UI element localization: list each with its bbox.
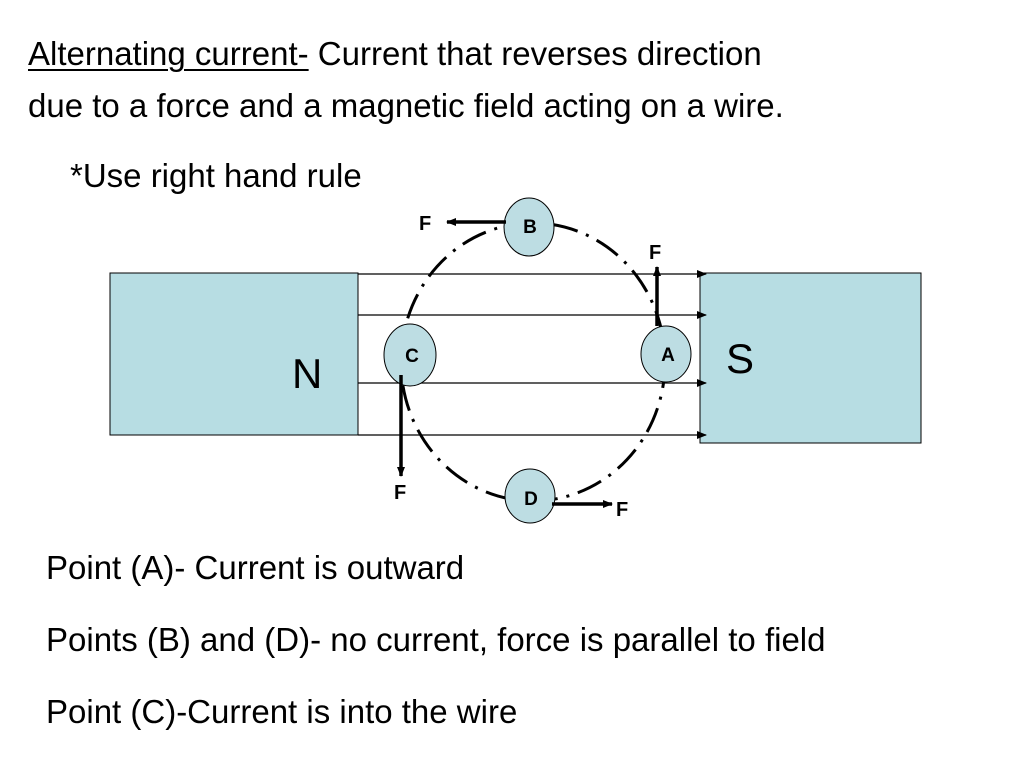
point-c-circle: [383, 323, 437, 387]
force-label-d: F: [616, 499, 628, 521]
definition-text: Current that reverses direction: [308, 35, 762, 72]
force-label-b: F: [419, 213, 431, 235]
definition-line-2: due to a force and a magnetic field acti…: [28, 87, 784, 124]
point-c-label: C: [405, 346, 419, 367]
term-alternating-current: Alternating current-: [28, 35, 309, 72]
force-label-a: F: [649, 242, 661, 264]
point-b-circle: [503, 197, 555, 257]
explanation-point-c: Point (C)-Current is into the wire: [46, 693, 518, 730]
explanation-point-a: Point (A)- Current is outward: [46, 549, 465, 586]
point-d-label: D: [524, 489, 538, 510]
point-a-circle: [640, 325, 692, 383]
north-magnet: [109, 272, 359, 436]
south-pole-label: S: [726, 335, 754, 382]
definition-line-1: Alternating current- Current that revers…: [28, 37, 762, 70]
rotation-path: [399, 221, 667, 503]
point-b-label: B: [523, 217, 537, 238]
south-magnet: [699, 272, 922, 444]
point-d-circle: [504, 468, 556, 524]
point-a-label: A: [661, 345, 675, 366]
north-pole-label: N: [292, 350, 322, 397]
explanation-points-b-d: Points (B) and (D)- no current, force is…: [46, 621, 826, 658]
force-label-c: F: [394, 482, 406, 504]
right-hand-rule-note: *Use right hand rule: [70, 157, 362, 194]
